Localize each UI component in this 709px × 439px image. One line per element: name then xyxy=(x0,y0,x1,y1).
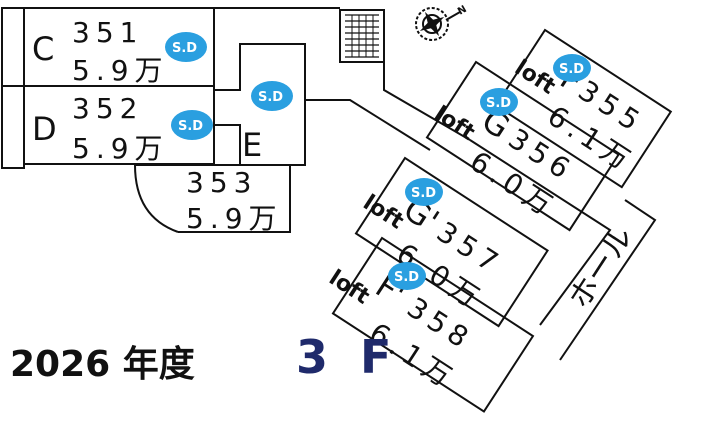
unit-d: D 352 5.9万 xyxy=(32,92,169,165)
unit-e-number: 353 xyxy=(186,166,257,199)
sd-badge-label: S.D xyxy=(559,62,584,77)
unit-f-prime-loft: loft xyxy=(324,265,374,310)
unit-g-loft: loft xyxy=(430,102,480,147)
year-label: 2026 年度 xyxy=(10,344,195,385)
sd-badge-d: S.D xyxy=(171,110,213,140)
corridor-walls xyxy=(305,62,657,361)
unit-c-number: 351 xyxy=(72,16,143,49)
unit-d-number: 352 xyxy=(72,92,143,125)
unit-d-code: D xyxy=(32,110,57,148)
unit-c: C 351 5.9万 xyxy=(32,16,169,87)
sd-badge-label: S.D xyxy=(258,90,283,105)
sd-badge-label: S.D xyxy=(394,270,419,285)
sd-badge-label: S.D xyxy=(411,186,436,201)
sd-badge-f: S.D xyxy=(553,54,591,82)
sd-badge-label: S.D xyxy=(172,41,197,56)
unit-e: E 353 5.9万 xyxy=(186,126,283,235)
sd-badge-e: S.D xyxy=(251,81,293,111)
unit-c-code: C xyxy=(32,30,54,68)
compass-north-label: N xyxy=(456,4,469,18)
floor-label: 3 F xyxy=(296,330,400,384)
left-block-walls xyxy=(1,7,340,233)
unit-f-loft: loft xyxy=(510,55,560,100)
sd-badge-label: S.D xyxy=(486,96,511,111)
unit-e-code: E xyxy=(242,126,262,164)
unit-e-rent: 5.9万 xyxy=(186,202,283,235)
sd-badge-f-prime: S.D xyxy=(388,262,426,290)
unit-d-rent: 5.9万 xyxy=(72,132,169,165)
unit-f: loft F 355 6.1万 xyxy=(494,28,673,189)
unit-g-prime-loft: loft xyxy=(358,190,408,235)
sd-badge-label: S.D xyxy=(178,119,203,134)
sd-badge-g-prime: S.D xyxy=(405,178,443,206)
compass-icon: N xyxy=(415,4,469,41)
sd-badge-c: S.D xyxy=(165,32,207,62)
staircase xyxy=(339,9,385,63)
unit-c-rent: 5.9万 xyxy=(72,54,169,87)
sd-badge-g: S.D xyxy=(480,88,518,116)
